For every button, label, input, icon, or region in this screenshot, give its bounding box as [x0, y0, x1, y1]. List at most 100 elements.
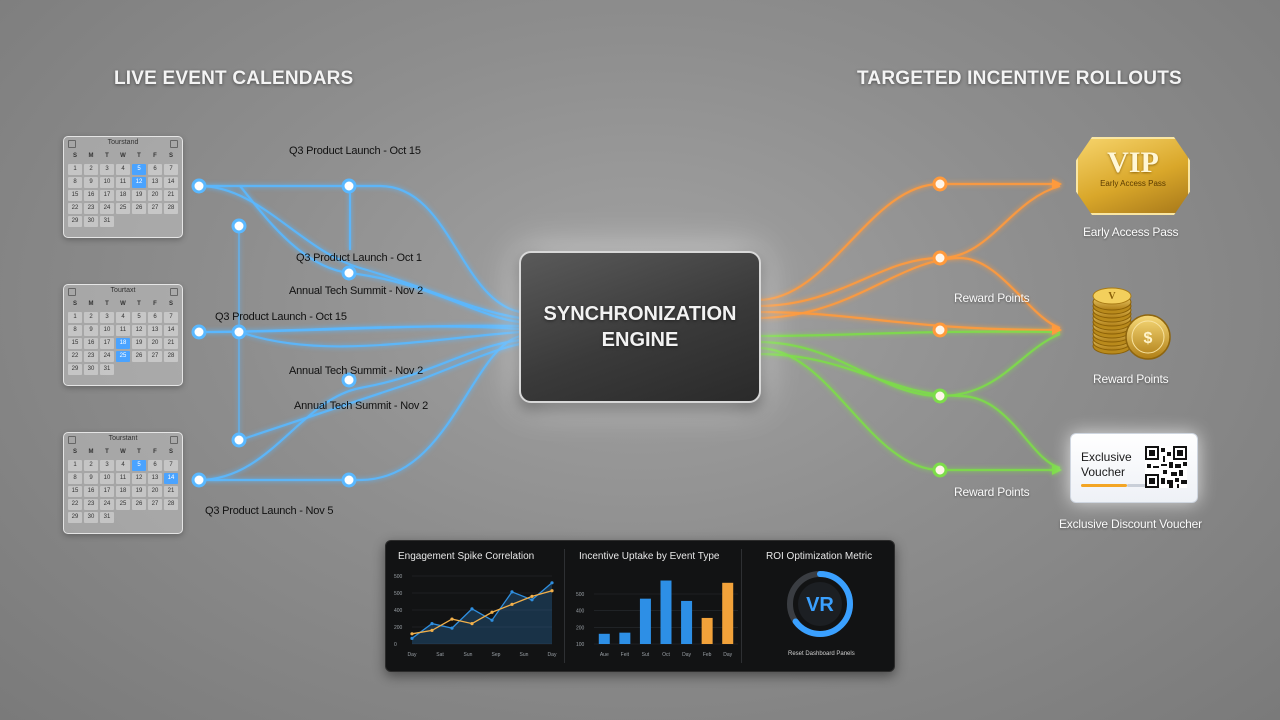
- calendar-day[interactable]: 27: [148, 351, 162, 362]
- calendar-day[interactable]: 19: [132, 486, 146, 497]
- calendar-day[interactable]: 9: [84, 473, 98, 484]
- calendar-day[interactable]: 31: [100, 364, 114, 375]
- calendar-day[interactable]: 21: [164, 486, 178, 497]
- calendar-day[interactable]: 6: [148, 164, 162, 175]
- calendar-day[interactable]: 9: [84, 177, 98, 188]
- calendar-day[interactable]: 13: [148, 325, 162, 336]
- calendar-day[interactable]: 21: [164, 190, 178, 201]
- calendar-day[interactable]: 8: [68, 177, 82, 188]
- calendar-day[interactable]: 25: [116, 203, 130, 214]
- calendar-day[interactable]: 29: [68, 512, 82, 523]
- calendar-day[interactable]: 17: [100, 190, 114, 201]
- calendar-day[interactable]: 9: [84, 325, 98, 336]
- vip-badge[interactable]: VIP Early Access Pass: [1076, 137, 1190, 215]
- calendar-day[interactable]: 28: [164, 351, 178, 362]
- calendar-day[interactable]: 11: [116, 177, 130, 188]
- calendar-day[interactable]: 27: [148, 499, 162, 510]
- calendar-day[interactable]: 24: [100, 203, 114, 214]
- calendar-day[interactable]: 18: [116, 486, 130, 497]
- calendar-day[interactable]: 3: [100, 460, 114, 471]
- calendar-day[interactable]: 31: [100, 216, 114, 227]
- calendar-day[interactable]: 4: [116, 460, 130, 471]
- calendar-day[interactable]: 16: [84, 190, 98, 201]
- calendar-day[interactable]: 22: [68, 351, 82, 362]
- calendar-day[interactable]: 5: [132, 312, 146, 323]
- calendar-day[interactable]: 24: [100, 499, 114, 510]
- calendar-day[interactable]: 31: [100, 512, 114, 523]
- calendar-day[interactable]: 2: [84, 164, 98, 175]
- calendar-day[interactable]: 10: [100, 325, 114, 336]
- calendar-day[interactable]: 1: [68, 312, 82, 323]
- calendar-day[interactable]: 26: [132, 203, 146, 214]
- calendar-day[interactable]: 30: [84, 216, 98, 227]
- calendar-day[interactable]: 27: [148, 203, 162, 214]
- calendar-day[interactable]: 17: [100, 486, 114, 497]
- calendar-day[interactable]: 1: [68, 164, 82, 175]
- calendar-day[interactable]: 12: [132, 473, 146, 484]
- calendar-day[interactable]: 23: [84, 203, 98, 214]
- calendar-day[interactable]: 6: [148, 460, 162, 471]
- calendar-day[interactable]: 20: [148, 486, 162, 497]
- calendar-day[interactable]: 20: [148, 338, 162, 349]
- calendar-day[interactable]: 4: [116, 164, 130, 175]
- synchronization-engine[interactable]: SYNCHRONIZATION ENGINE: [519, 251, 761, 403]
- calendar-day[interactable]: 18: [116, 190, 130, 201]
- calendar-day[interactable]: 26: [132, 499, 146, 510]
- calendar-day[interactable]: 6: [148, 312, 162, 323]
- calendar-day[interactable]: 21: [164, 338, 178, 349]
- calendar-day[interactable]: 10: [100, 177, 114, 188]
- calendar-day[interactable]: 17: [100, 338, 114, 349]
- calendar-day[interactable]: 14: [164, 325, 178, 336]
- calendar-day[interactable]: 15: [68, 486, 82, 497]
- calendar-day[interactable]: 19: [132, 338, 146, 349]
- calendar-day[interactable]: 15: [68, 190, 82, 201]
- calendar-day[interactable]: 22: [68, 499, 82, 510]
- calendar-day[interactable]: 14: [164, 177, 178, 188]
- calendar-day[interactable]: 30: [84, 364, 98, 375]
- calendar-day[interactable]: 30: [84, 512, 98, 523]
- calendar-day[interactable]: 26: [132, 351, 146, 362]
- x-tick-label: Sut: [642, 652, 650, 658]
- calendar-day[interactable]: 7: [164, 312, 178, 323]
- calendar-day[interactable]: 7: [164, 164, 178, 175]
- calendar-day[interactable]: 8: [68, 473, 82, 484]
- calendar-day[interactable]: 19: [132, 190, 146, 201]
- calendar-day[interactable]: 28: [164, 203, 178, 214]
- calendar-day[interactable]: 3: [100, 164, 114, 175]
- calendar-day[interactable]: 23: [84, 351, 98, 362]
- calendar-day[interactable]: 13: [148, 177, 162, 188]
- calendar-day[interactable]: 29: [68, 216, 82, 227]
- calendar-day[interactable]: 3: [100, 312, 114, 323]
- calendar-day[interactable]: 18: [116, 338, 130, 349]
- calendar-day[interactable]: 22: [68, 203, 82, 214]
- exclusive-voucher-card[interactable]: Exclusive Voucher: [1070, 433, 1198, 503]
- calendar-day[interactable]: 10: [100, 473, 114, 484]
- calendar-day[interactable]: 4: [116, 312, 130, 323]
- calendar-day[interactable]: 11: [116, 325, 130, 336]
- calendar-day[interactable]: 5: [132, 164, 146, 175]
- calendar-day[interactable]: 12: [132, 177, 146, 188]
- calendar-day[interactable]: 5: [132, 460, 146, 471]
- calendar-day[interactable]: 25: [116, 499, 130, 510]
- calendar-day[interactable]: 2: [84, 460, 98, 471]
- calendar-day[interactable]: 13: [148, 473, 162, 484]
- calendar-day[interactable]: 25: [116, 351, 130, 362]
- calendar-day[interactable]: 16: [84, 338, 98, 349]
- calendar-day[interactable]: 8: [68, 325, 82, 336]
- calendar-day[interactable]: 28: [164, 499, 178, 510]
- calendar-day[interactable]: 1: [68, 460, 82, 471]
- calendar-day[interactable]: 16: [84, 486, 98, 497]
- calendar-day[interactable]: 14: [164, 473, 178, 484]
- calendar-day[interactable]: 23: [84, 499, 98, 510]
- calendar-day[interactable]: 24: [100, 351, 114, 362]
- calendar-day[interactable]: 7: [164, 460, 178, 471]
- calendar-day[interactable]: 12: [132, 325, 146, 336]
- calendar-day[interactable]: 29: [68, 364, 82, 375]
- calendar-day[interactable]: 2: [84, 312, 98, 323]
- calendar-day[interactable]: 20: [148, 190, 162, 201]
- calendar-day[interactable]: 15: [68, 338, 82, 349]
- calendar-day[interactable]: 11: [116, 473, 130, 484]
